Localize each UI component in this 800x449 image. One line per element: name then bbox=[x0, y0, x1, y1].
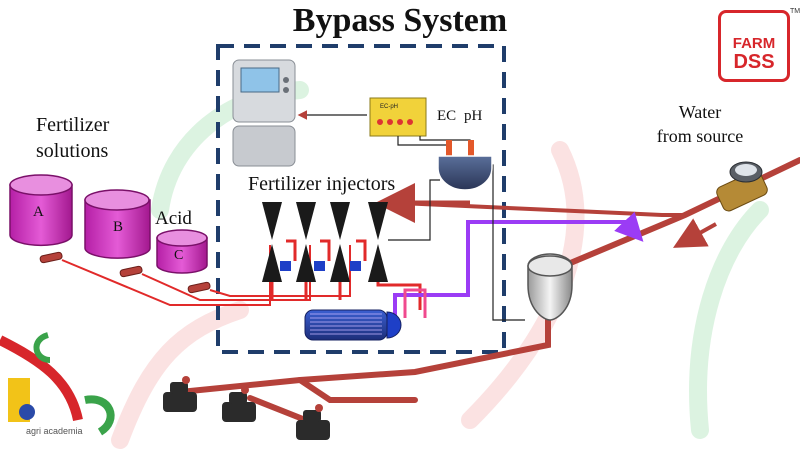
water-branch-pipe bbox=[399, 201, 685, 217]
flow-direction-arrow bbox=[673, 218, 717, 248]
fertilizer-injectors-label: Fertilizer injectors bbox=[248, 173, 396, 195]
farm-dss-logo: FARM DSS bbox=[718, 10, 790, 82]
ec-label: EC bbox=[437, 108, 457, 124]
injector-3 bbox=[330, 202, 361, 282]
acid-label: Acid bbox=[155, 208, 192, 229]
fertilizer-solutions-label: Fertilizer solutions bbox=[36, 114, 110, 162]
trademark-mark: TM bbox=[790, 8, 800, 15]
ec-ph-meter-screen: EC-pH bbox=[380, 104, 398, 110]
valve-1 bbox=[163, 376, 197, 412]
filter bbox=[527, 253, 573, 321]
valve-3 bbox=[296, 404, 330, 440]
fertilizer-injectors bbox=[262, 202, 388, 282]
controller-unit bbox=[232, 59, 296, 167]
injector-2 bbox=[296, 202, 325, 282]
agri-academia-logo bbox=[0, 332, 115, 436]
bypass-flow-line bbox=[393, 211, 644, 320]
ec-ph-meter: EC-pH bbox=[369, 97, 427, 137]
tank-a-label: A bbox=[33, 204, 44, 220]
bypass-boundary-box bbox=[216, 44, 506, 354]
tank-a bbox=[9, 174, 73, 247]
tank-c-label: C bbox=[174, 248, 184, 263]
pink-outlet-pipe bbox=[403, 288, 427, 318]
water-from-source-label: Water from source bbox=[656, 102, 744, 146]
agri-academia-text: agri academia bbox=[26, 426, 83, 436]
diagram-title: Bypass System bbox=[292, 2, 508, 39]
suction-filters bbox=[39, 251, 211, 294]
water-meter bbox=[716, 161, 768, 212]
farm-dss-logo-line1: FARM bbox=[732, 35, 776, 52]
ec-ph-sensor bbox=[437, 140, 493, 191]
tank-b bbox=[84, 189, 151, 259]
valve-2 bbox=[222, 386, 256, 422]
mixing-tank bbox=[304, 309, 402, 341]
farm-dss-logo-line2: DSS bbox=[733, 51, 775, 73]
injector-1 bbox=[262, 202, 291, 282]
valves bbox=[163, 376, 330, 440]
ph-label: pH bbox=[464, 108, 483, 124]
tank-b-label: B bbox=[113, 219, 124, 235]
tank-c bbox=[156, 229, 208, 274]
injector-feed-pipes bbox=[270, 239, 422, 310]
injector-4 bbox=[368, 202, 388, 282]
